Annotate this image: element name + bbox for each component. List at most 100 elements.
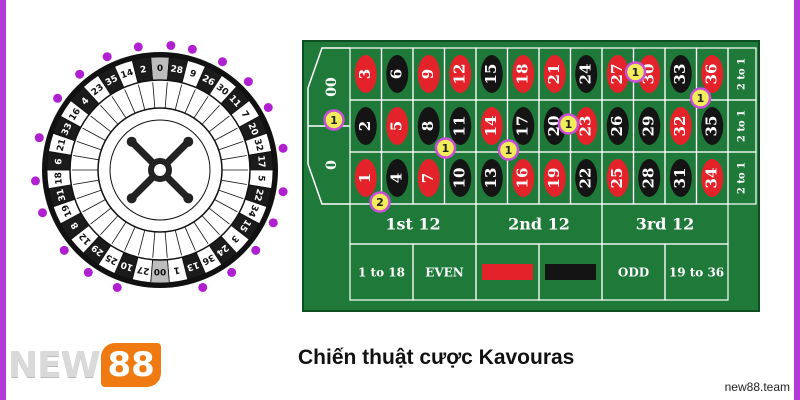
number-label: 29 xyxy=(639,116,657,137)
number-oval xyxy=(701,159,724,197)
bet-chip xyxy=(323,109,345,131)
wheel-number: 20 xyxy=(245,122,259,137)
logo-text-88: 88 xyxy=(101,343,161,387)
zero-label: 00 xyxy=(324,77,340,97)
wheel-fret xyxy=(193,96,209,119)
wheel-fret xyxy=(138,84,146,110)
bet-marker-dot xyxy=(166,40,176,50)
number-label: 22 xyxy=(576,168,594,189)
number-label: 3 xyxy=(356,69,374,79)
wheel-fret xyxy=(221,179,247,185)
bet-marker-dot xyxy=(30,176,40,186)
outside-bet-cell xyxy=(664,243,729,301)
turret-knob xyxy=(183,136,194,147)
zero-label: 0 xyxy=(324,160,340,170)
bet-marker-dot xyxy=(34,133,44,143)
wheel-fret xyxy=(193,221,209,244)
column-bet-label: 2 to 1 xyxy=(737,162,748,194)
bet-chip xyxy=(557,113,580,135)
number-oval xyxy=(512,159,535,197)
wheel-fret xyxy=(208,207,230,225)
bet-marker-dot xyxy=(227,267,237,277)
wheel-fret xyxy=(218,141,244,151)
number-label: 31 xyxy=(671,168,689,189)
wheel-number: 31 xyxy=(56,187,69,202)
wheel-number: 9 xyxy=(188,69,197,80)
wheel-fret xyxy=(76,189,102,199)
number-label: 4 xyxy=(387,173,405,183)
bet-chip-label: 1 xyxy=(505,144,513,157)
number-oval xyxy=(575,55,598,93)
number-label: 9 xyxy=(419,69,437,79)
bet-marker-dot xyxy=(59,245,69,255)
dozen-label: 2nd 12 xyxy=(508,215,570,234)
number-oval xyxy=(386,159,409,197)
number-label: 32 xyxy=(671,116,689,137)
wheel-fret xyxy=(208,115,230,133)
wheel-fret xyxy=(76,141,102,151)
wheel-fret xyxy=(82,127,106,141)
number-oval xyxy=(606,55,629,93)
wheel-fret xyxy=(73,155,99,161)
column-bet-label: 2 to 1 xyxy=(737,58,748,90)
number-label: 6 xyxy=(387,69,405,79)
bet-marker-dot xyxy=(251,245,261,255)
column-bet-cell xyxy=(727,151,757,205)
number-label: 15 xyxy=(482,64,500,85)
wheel-number: 22 xyxy=(252,187,265,202)
wheel-number: 2 xyxy=(139,65,147,76)
bet-marker-dot xyxy=(278,187,288,197)
number-oval xyxy=(480,107,503,145)
number-label: 16 xyxy=(513,168,531,189)
number-oval xyxy=(701,107,724,145)
bet-marker-dot xyxy=(102,52,112,62)
black-bet-swatch xyxy=(545,264,596,280)
bet-chip-label: 2 xyxy=(376,196,384,209)
wheel-fret xyxy=(73,179,99,185)
wheel-number: 0 xyxy=(157,64,163,74)
bet-marker-dot xyxy=(278,143,288,153)
bet-marker-dot xyxy=(218,57,227,67)
wheel-fret xyxy=(124,89,136,114)
wheel-number: 18 xyxy=(54,172,65,185)
wheel-number: 19 xyxy=(60,203,74,218)
outside-bet-label: 19 to 36 xyxy=(669,266,724,280)
wheel-number: 33 xyxy=(60,122,74,137)
number-oval xyxy=(386,107,409,145)
wheel-number: 34 xyxy=(245,203,259,218)
number-label: 25 xyxy=(608,168,626,189)
wheel-fret xyxy=(111,221,127,244)
number-oval xyxy=(354,107,377,145)
number-oval xyxy=(354,55,377,93)
column-bet-label: 2 to 1 xyxy=(737,110,748,142)
number-oval xyxy=(543,55,566,93)
number-label: 26 xyxy=(608,116,626,137)
wheel-fret xyxy=(111,96,127,119)
number-oval xyxy=(638,107,661,145)
wheel-number: 13 xyxy=(185,259,200,273)
number-oval xyxy=(512,107,535,145)
number-label: 11 xyxy=(450,116,468,137)
wheel-fret xyxy=(184,89,196,114)
wheel-fret xyxy=(152,231,156,258)
bet-marker-dot xyxy=(268,218,278,228)
site-url: new88.team xyxy=(724,380,790,394)
wheel-number: 8 xyxy=(70,220,82,231)
number-label: 27 xyxy=(608,64,626,85)
number-label: 7 xyxy=(419,173,437,183)
number-oval xyxy=(606,159,629,197)
wheel-number: 00 xyxy=(154,266,167,276)
bet-chip-label: 1 xyxy=(330,114,338,127)
number-oval xyxy=(480,55,503,93)
bet-chip xyxy=(497,139,520,161)
wheel-number: 3 xyxy=(229,233,241,244)
number-oval xyxy=(417,159,440,197)
wheel-number: 10 xyxy=(120,259,135,273)
number-oval xyxy=(354,159,377,197)
bet-chip-label: 1 xyxy=(565,118,573,131)
bet-chip xyxy=(689,87,712,109)
number-oval xyxy=(575,107,598,145)
wheel-number: 27 xyxy=(136,264,150,276)
bet-marker-dot xyxy=(198,282,208,292)
